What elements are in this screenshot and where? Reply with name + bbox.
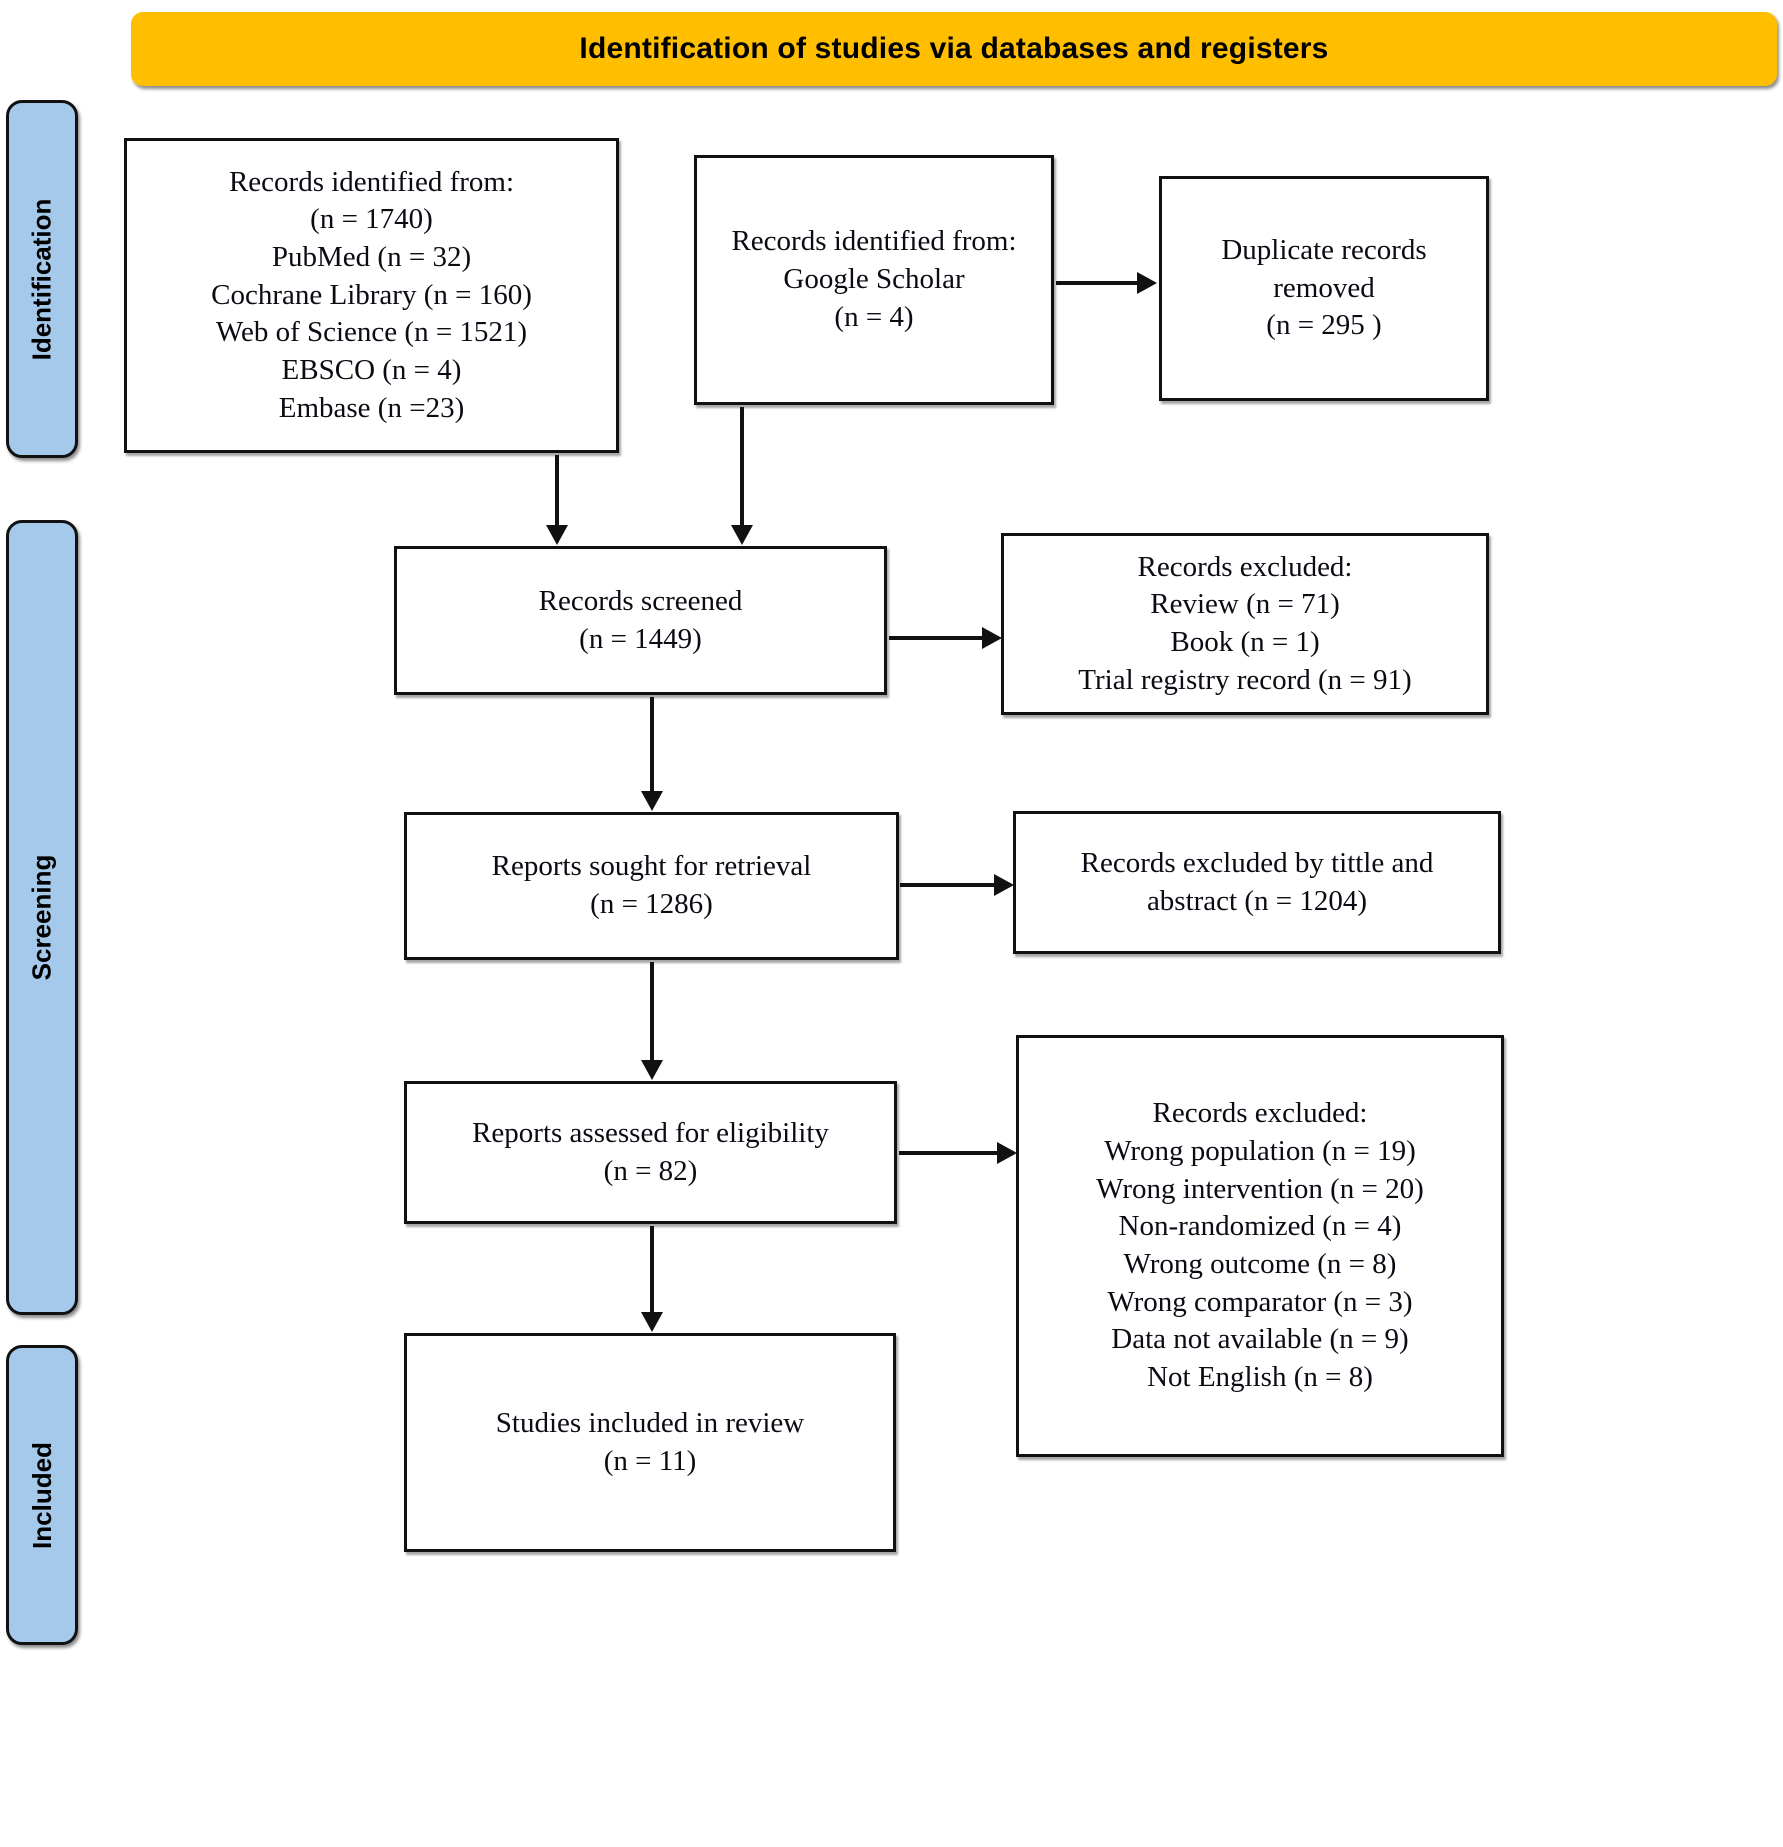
box-records-excluded-eligibility: Records excluded: Wrong population (n = 1… [1016, 1035, 1504, 1457]
box-text: Records excluded: Wrong population (n = 1… [1096, 1095, 1424, 1397]
box-duplicate-records-removed: Duplicate records removed (n = 295 ) [1159, 176, 1489, 401]
box-records-identified-databases: Records identified from: (n = 1740) PubMed… [124, 138, 619, 453]
box-text-line: (n = 295 ) [1266, 309, 1382, 342]
box-text-line: EBSCO (n = 4) [281, 354, 462, 387]
box-text-line: Reports assessed for eligibility [472, 1116, 829, 1149]
box-text: Records identified from: Google Scholar (n… [731, 223, 1016, 336]
box-text-line: Book (n = 1) [1170, 626, 1320, 658]
box-reports-sought-for-retrieval: Reports sought for retrieval (n = 1286) [404, 812, 899, 960]
box-text-line: Web of Science (n = 1521) [215, 316, 528, 349]
box-records-excluded-title-abstract: Records excluded by tittle and abstract (… [1013, 811, 1501, 954]
box-text-line: Trial registry record (n = 91) [1078, 663, 1412, 696]
phase-label-included: Included [6, 1345, 78, 1645]
box-text: Studies included in review (n = 11) [496, 1405, 804, 1480]
box-text: Records excluded: Review (n = 71) Book (n … [1078, 549, 1411, 700]
box-text: Records excluded by tittle and abstract (… [1081, 845, 1434, 920]
arrow-gscholar-to-duplicates [1056, 272, 1157, 294]
box-text-line: Duplicate records [1221, 233, 1427, 266]
box-text-line: Wrong population (n = 19) [1104, 1134, 1416, 1167]
box-text-line: abstract (n = 1204) [1146, 884, 1368, 917]
box-text-line: Records excluded: [1137, 550, 1353, 583]
phase-label-text: Identification [26, 198, 57, 360]
box-text: Records screened (n = 1449) [539, 583, 743, 658]
arrow-assessed-to-included [641, 1226, 663, 1332]
box-text-line: Embase (n =23) [278, 391, 465, 424]
box-text-line: Wrong comparator (n = 3) [1107, 1285, 1413, 1318]
header-banner: Identification of studies via databases … [131, 12, 1777, 86]
box-text-line: (n = 4) [834, 300, 914, 333]
box-records-identified-google-scholar: Records identified from: Google Scholar (n… [694, 155, 1054, 405]
box-text-line: Reports sought for retrieval [491, 850, 812, 883]
box-text-line: Studies included in review [495, 1406, 805, 1439]
box-text-line: (n = 1286) [590, 888, 713, 920]
box-text-line: Records identified from: [731, 225, 1017, 258]
phase-label-identification: Identification [6, 100, 78, 458]
arrow-gscholar-to-screened [731, 407, 753, 545]
box-text-line: (n = 11) [603, 1444, 697, 1477]
box-text-line: Data not available (n = 9) [1111, 1323, 1409, 1356]
arrow-databases-to-screened [546, 455, 568, 545]
box-text-line: Cochrane Library (n = 160) [211, 278, 532, 311]
box-text-line: Review (n = 71) [1150, 588, 1340, 621]
arrow-sought-to-assessed [641, 962, 663, 1080]
arrow-sought-to-excluded-title [900, 874, 1014, 896]
box-text-line: Records screened [538, 584, 743, 617]
box-records-excluded-screening: Records excluded: Review (n = 71) Book (n … [1001, 533, 1489, 715]
box-text-line: Wrong outcome (n = 8) [1123, 1248, 1397, 1280]
box-text: Records identified from: (n = 1740) PubMed… [211, 164, 532, 428]
box-text: Reports sought for retrieval (n = 1286) [492, 848, 812, 923]
box-text-line: Non-randomized (n = 4) [1118, 1210, 1402, 1243]
box-reports-assessed-for-eligibility: Reports assessed for eligibility (n = 82) [404, 1081, 897, 1224]
arrow-screened-to-excluded [889, 627, 1002, 649]
box-text-line: (n = 1449) [579, 622, 702, 655]
box-text-line: (n = 1740) [310, 203, 433, 236]
box-text-line: Records excluded: [1152, 1097, 1368, 1130]
box-text-line: removed [1273, 271, 1375, 304]
phase-label-screening: Screening [6, 520, 78, 1315]
box-text: Duplicate records removed (n = 295 ) [1221, 232, 1426, 345]
arrow-screened-to-sought [641, 697, 663, 811]
box-text-line: (n = 82) [603, 1154, 698, 1187]
box-text: Reports assessed for eligibility (n = 82) [472, 1115, 829, 1190]
phase-label-text: Screening [26, 854, 57, 981]
box-text-line: PubMed (n = 32) [271, 240, 472, 273]
arrow-assessed-to-excluded-eligibility [899, 1142, 1017, 1164]
phase-label-text: Included [26, 1441, 57, 1549]
box-text-line: Google Scholar [783, 263, 965, 296]
page-title: Identification of studies via databases … [579, 32, 1329, 65]
box-studies-included-in-review: Studies included in review (n = 11) [404, 1333, 896, 1552]
box-text-line: Records identified from: [228, 165, 515, 198]
box-text-line: Not English (n = 8) [1147, 1361, 1373, 1394]
box-text-line: Records excluded by tittle and [1080, 846, 1434, 879]
box-text-line: Wrong intervention (n = 20) [1096, 1172, 1424, 1205]
box-records-screened: Records screened (n = 1449) [394, 546, 887, 695]
